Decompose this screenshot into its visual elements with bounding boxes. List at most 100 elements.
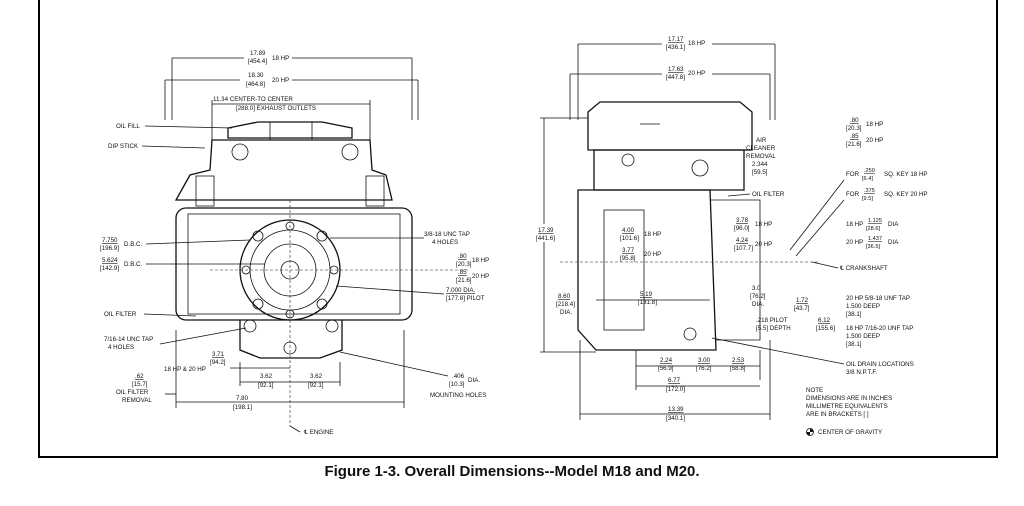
svg-text:[58.8]: [58.8] (730, 365, 746, 372)
side-length-20: 17.63 (668, 66, 684, 73)
dim-860: 8.60 (558, 293, 571, 300)
svg-text:4 HOLES: 4 HOLES (108, 344, 134, 351)
dim-1339: 13.39 (668, 406, 684, 413)
exhaust-outlets-dim: 11.34 CENTER-TO CENTER (213, 96, 293, 103)
shaft-dia-18: 18 HP (846, 221, 863, 228)
svg-text:20 HP: 20 HP (644, 251, 661, 258)
svg-text:4 HOLES: 4 HOLES (432, 239, 458, 246)
svg-text:[441.6]: [441.6] (536, 235, 555, 242)
air-cleaner-dim: 2.344 (752, 161, 768, 168)
svg-text:18 HP: 18 HP (688, 40, 705, 47)
svg-text:18 HP: 18 HP (755, 221, 772, 228)
tap-20hp: 20 HP 5/8-18 UNF TAP (846, 295, 910, 302)
svg-text:[59.5]: [59.5] (752, 169, 768, 176)
pilot-218: .218 PILOT (756, 317, 788, 324)
svg-text:[94.2]: [94.2] (210, 359, 226, 366)
svg-text:[142.9]: [142.9] (100, 265, 119, 272)
dim-424: 4.24 (736, 237, 749, 244)
svg-text:1.500 DEEP: 1.500 DEEP (846, 303, 880, 310)
svg-text:D.B.C.: D.B.C. (124, 261, 143, 268)
air-cleaner-label: AIR (756, 137, 767, 144)
svg-text:DIA.: DIA. (468, 377, 480, 384)
oil-filter-removal-label: OIL FILTER (116, 389, 149, 396)
side-height: 17.39 (538, 227, 554, 234)
dim-85-20hp: .85 (458, 269, 467, 276)
svg-text:20 HP: 20 HP (272, 77, 289, 84)
svg-text:REMOVAL: REMOVAL (746, 153, 776, 160)
oil-filter-label-side: OIL FILTER (752, 191, 785, 198)
center-of-gravity-icon (806, 428, 814, 436)
svg-text:ARE IN BRACKETS [ ]: ARE IN BRACKETS [ ] (806, 411, 869, 418)
svg-text:[56.9]: [56.9] (658, 365, 674, 372)
svg-text:[155.6]: [155.6] (816, 325, 835, 332)
svg-text:[218.4]: [218.4] (556, 301, 575, 308)
dim-362-right: 3.62 (310, 373, 323, 380)
svg-text:1.500 DEEP: 1.500 DEEP (846, 333, 880, 340)
svg-text:[340.1]: [340.1] (666, 415, 685, 422)
dim-172: 1.72 (796, 297, 809, 304)
svg-text:CLEANER: CLEANER (746, 145, 776, 152)
svg-text:REMOVAL: REMOVAL (122, 397, 152, 404)
svg-text:[131.8]: [131.8] (638, 299, 657, 306)
engine-dimension-drawing: 17.89 [454.4] 18 HP 18.30 [464.8] 20 HP … (100, 36, 928, 436)
side-view: 17.17 [436.1] 18 HP 17.63 [447.8] 20 HP … (536, 36, 888, 422)
shaft-dia-20: 20 HP (846, 239, 863, 246)
dim-612: 6.12 (818, 317, 831, 324)
front-width-20: 18.30 (248, 72, 264, 79)
svg-text:[28.6]: [28.6] (866, 226, 880, 232)
tap-18hp: 18 HP 7/16-20 UNF TAP (846, 325, 913, 332)
svg-text:[9.5]: [9.5] (862, 196, 873, 202)
dim-362-left: 3.62 (260, 373, 273, 380)
dim-377: 3.77 (622, 247, 635, 254)
svg-text:[464.8]: [464.8] (246, 81, 265, 88)
front-view: 17.89 [454.4] 18 HP 18.30 [464.8] 20 HP … (100, 50, 489, 436)
right-callouts: .80 [20.3] 18 HP .85 [21.6] 20 HP FOR .2… (711, 117, 928, 436)
unc-tap-label: 7/16-14 UNC TAP (104, 336, 153, 343)
dip-stick-label: DIP STICK (108, 143, 139, 150)
svg-text:20 HP: 20 HP (866, 137, 883, 144)
svg-text:20 HP: 20 HP (755, 241, 772, 248)
svg-text:[436.1]: [436.1] (666, 44, 685, 51)
mounting-hole-dia: .406 (452, 373, 465, 380)
center-of-gravity-label: CENTER OF GRAVITY (818, 429, 882, 436)
svg-text:[101.6]: [101.6] (620, 235, 639, 242)
svg-text:18 HP: 18 HP (866, 121, 883, 128)
svg-text:1.125: 1.125 (868, 218, 882, 224)
svg-text:18 HP: 18 HP (472, 257, 489, 264)
svg-text:[6.4]: [6.4] (862, 176, 873, 182)
dim-224: 2.24 (660, 357, 673, 364)
svg-text:[107.7]: [107.7] (734, 245, 753, 252)
svg-text:[177.8] PILOT: [177.8] PILOT (446, 295, 485, 302)
oil-fill-label: OIL FILL (116, 123, 140, 130)
svg-text:[10.3]: [10.3] (449, 381, 465, 388)
svg-text:18 HP: 18 HP (272, 55, 289, 62)
svg-text:[38.1]: [38.1] (846, 311, 862, 318)
key-20hp-for: FOR (846, 191, 860, 198)
svg-text:[76.2]: [76.2] (696, 365, 712, 372)
svg-text:[447.8]: [447.8] (666, 74, 685, 81)
svg-text:D.B.C.: D.B.C. (124, 241, 143, 248)
svg-text:DIMENSIONS ARE IN INCHES: DIMENSIONS ARE IN INCHES (806, 395, 892, 402)
svg-text:[20.3]: [20.3] (846, 125, 862, 132)
svg-text:[20.3]: [20.3] (456, 261, 472, 268)
dim-62: .62 (135, 373, 144, 380)
svg-text:18 HP & 20 HP: 18 HP & 20 HP (164, 366, 206, 373)
dim-780: 7.80 (236, 395, 249, 402)
svg-text:[454.4]: [454.4] (248, 58, 267, 65)
svg-text:20 HP: 20 HP (472, 273, 489, 280)
oil-filter-label-front: OIL FILTER (104, 311, 137, 318)
dim-300: 3.00 (698, 357, 711, 364)
front-width-18: 17.89 (250, 50, 266, 57)
svg-text:[21.6]: [21.6] (456, 277, 472, 284)
svg-text:[198.1]: [198.1] (233, 404, 252, 411)
tap-3-8-18: 3/8-18 UNC TAP (424, 231, 470, 238)
svg-text:[38.1]: [38.1] (846, 341, 862, 348)
dim-677: 6.77 (668, 377, 681, 384)
svg-text:.375: .375 (864, 188, 875, 194)
crankshaft-label: ℄ CRANKSHAFT (839, 265, 888, 272)
svg-text:[172.0]: [172.0] (666, 386, 685, 393)
svg-text:[92.1]: [92.1] (308, 382, 324, 389)
svg-text:20 HP: 20 HP (688, 70, 705, 77)
svg-text:[5.5] DEPTH: [5.5] DEPTH (756, 325, 791, 332)
engine-centerline-label: ℄ ENGINE (303, 429, 333, 436)
